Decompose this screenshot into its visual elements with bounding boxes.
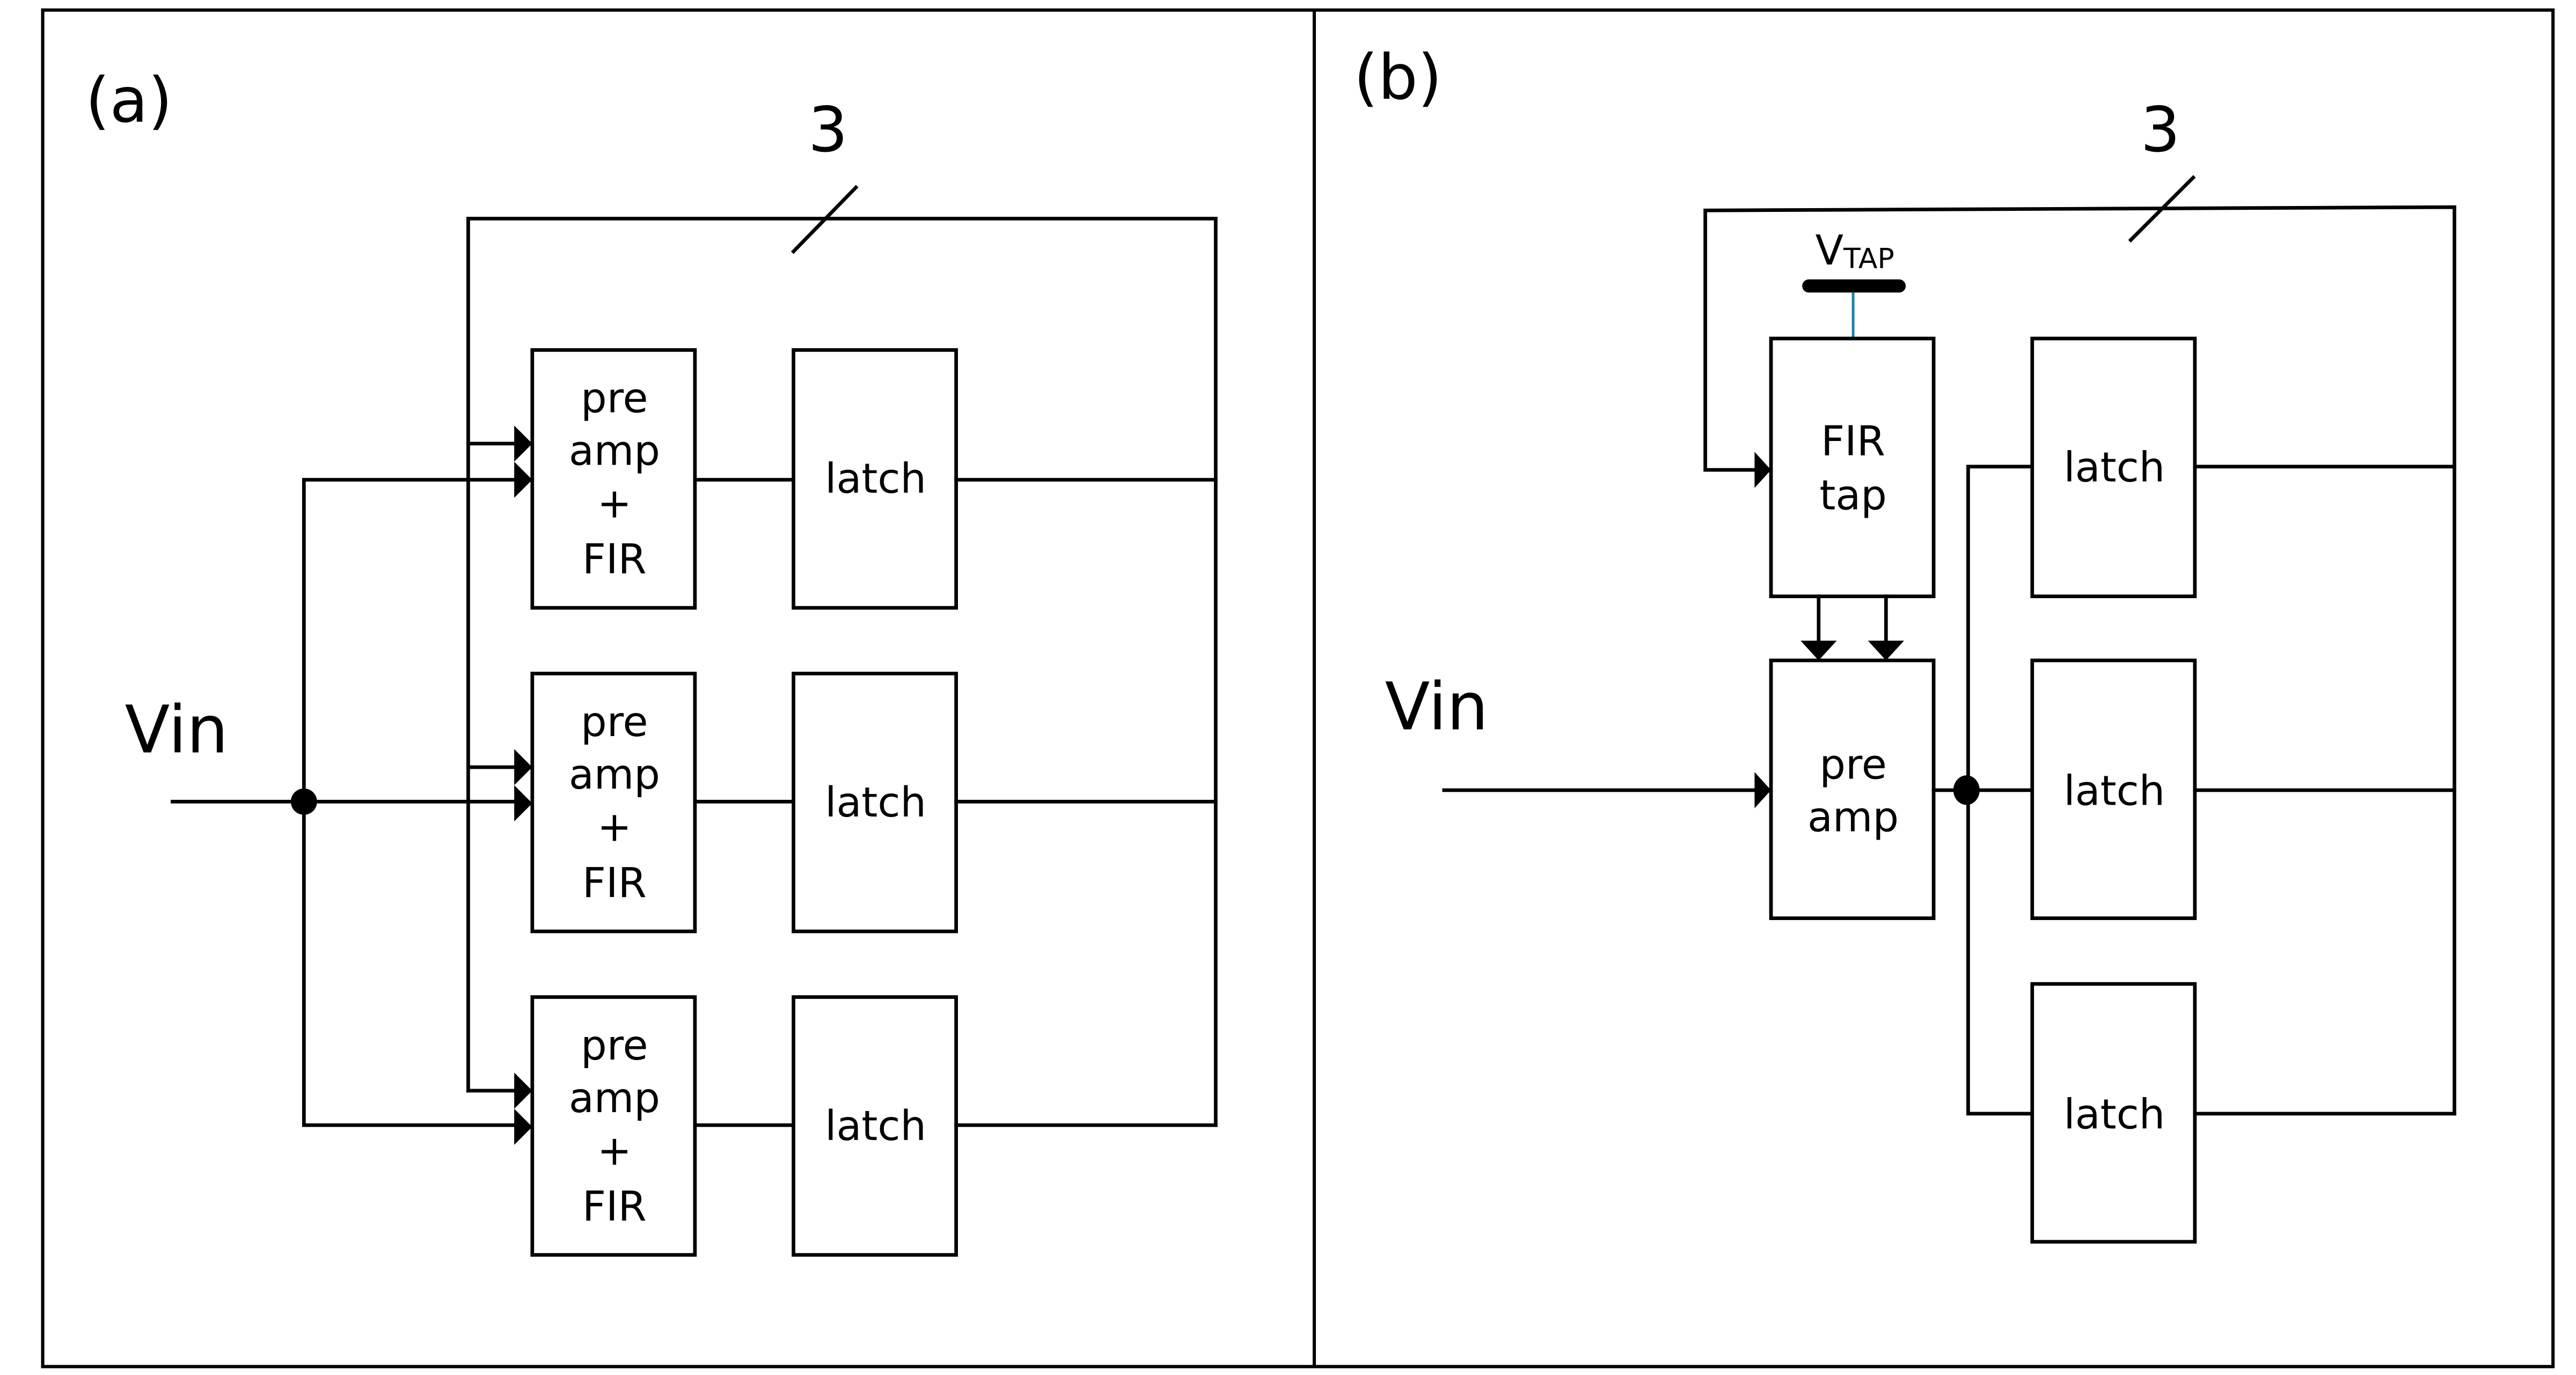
panel-a: (a) 3 Vin pre amp + FIR latch [85,64,1218,1257]
latch-block [2030,336,2197,598]
block-text-line: + [597,804,632,851]
latch-block [792,348,958,610]
latch-label: latch [825,779,926,827]
block-text-line: pre [581,1022,648,1070]
block-text-line: amp [569,751,660,799]
arrow-down-icon [1801,641,1837,660]
arrow-icon [514,461,532,498]
arrow-icon [514,1108,532,1145]
preamp-block [1769,658,1936,920]
latch-block [792,672,958,933]
latch-label: latch [825,455,926,503]
arrow-icon [514,1072,532,1109]
panel-a-vin-label: Vin [125,691,229,768]
panel-b-bus-width-label: 3 [2141,94,2180,166]
latch-block [792,995,958,1257]
block-text-line: FIR [582,536,647,584]
panel-a-bus-width-label: 3 [808,94,848,166]
panel-b: (b) 3 Vin VTAP FIR tap pre amp [1353,41,2456,1244]
latch-block [2030,982,2197,1244]
fir-tap-text-line: tap [1819,472,1886,519]
vtap-source: VTAP [1802,227,1906,339]
panel-a-row-3: pre amp + FIR latch [530,995,1218,1257]
block-text-line: amp [569,1075,660,1122]
block-text-line: + [597,1127,632,1175]
preamp-text-line: amp [1807,793,1899,841]
latch-label: latch [825,1102,926,1150]
panel-a-bus-slash [791,185,859,254]
fir-tap-block [1769,336,1936,598]
block-text-line: pre [581,375,648,423]
block-text-line: FIR [582,1183,647,1231]
arrow-down-icon [1868,641,1904,660]
arrow-icon [514,749,532,785]
panel-b-label: (b) [1353,41,1442,114]
panel-b-junction-dot [1953,775,1980,805]
preamp-fir-block [530,995,697,1257]
panel-b-bus-slash [2128,175,2196,243]
block-text-line: amp [569,428,660,475]
latch-label: latch [2063,767,2165,815]
panel-a-junction-dot [290,788,317,815]
latch-label: latch [2063,1091,2165,1138]
arrow-icon [514,785,532,821]
panel-b-feedback-bus [1703,205,2456,1116]
panel-a-label: (a) [85,64,172,137]
latch-label: latch [2063,444,2165,491]
panel-a-row-1: pre amp + FIR latch [530,348,1218,610]
preamp-text-line: pre [1819,741,1886,789]
fir-tap-text-line: FIR [1821,417,1885,465]
block-text-line: FIR [582,859,647,907]
panel-a-feedback-bus [466,217,1218,1127]
block-text-line: pre [581,698,648,746]
arrow-icon [514,425,532,462]
outer-frame [41,8,2555,1369]
panel-b-vin-label: Vin [1385,668,1489,745]
vtap-label: VTAP [1816,227,1894,275]
panel-a-row-2: pre amp + FIR latch [530,672,1218,933]
arrow-icon [1754,772,1771,808]
block-text-line: + [597,480,632,528]
arrow-icon [1754,452,1771,488]
